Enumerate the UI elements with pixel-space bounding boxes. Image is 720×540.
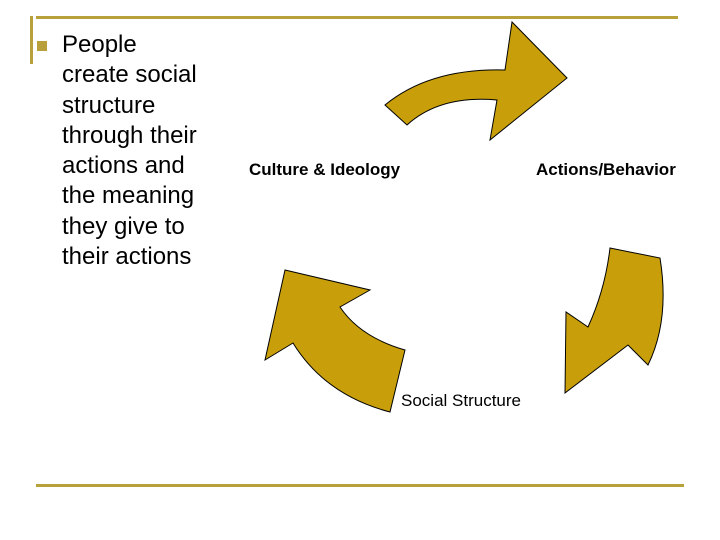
arrow-culture-to-actions — [384, 20, 568, 142]
node-culture-ideology: Culture & Ideology — [249, 160, 401, 179]
node-social-structure: Social Structure — [401, 391, 521, 410]
title-side-rule — [30, 16, 33, 64]
footer-rule — [36, 484, 684, 487]
title-rule — [36, 16, 678, 19]
node-actions-behavior: Actions/Behavior — [536, 160, 676, 179]
bullet-square-icon — [37, 41, 47, 51]
bullet-text: People create social structure through t… — [62, 31, 197, 271]
arrow-actions-to-social — [564, 247, 664, 395]
arrow-social-to-culture — [264, 269, 406, 413]
